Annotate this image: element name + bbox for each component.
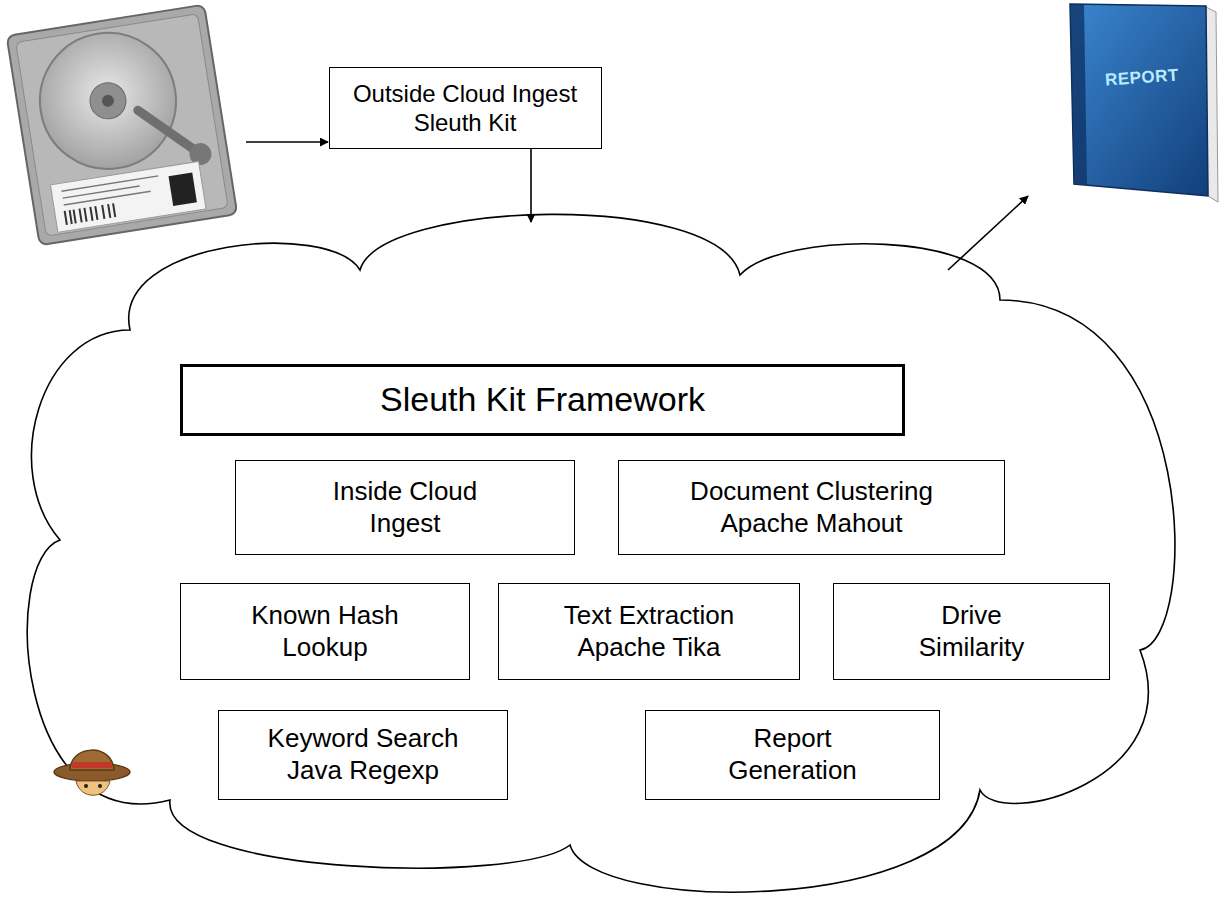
- box-label: Keyword Search Java Regexp: [253, 723, 473, 786]
- process-box: Drive Similarity: [833, 583, 1110, 680]
- process-box: Report Generation: [645, 710, 940, 800]
- ingest-arrow: [246, 141, 328, 143]
- book-spine: [1070, 4, 1087, 185]
- hard-drive-image: [7, 5, 238, 246]
- process-box: Keyword Search Java Regexp: [218, 710, 508, 800]
- box-label: Report Generation: [718, 723, 868, 786]
- report-book: REPORT: [1062, 2, 1222, 207]
- box-label: Known Hash Lookup: [245, 600, 405, 663]
- box-label: Drive Similarity: [897, 600, 1047, 663]
- process-box: Outside Cloud Ingest Sleuth Kit: [329, 67, 602, 149]
- box-label: Text Extraction Apache Tika: [539, 600, 759, 663]
- box-label: Inside Cloud Ingest: [305, 476, 505, 539]
- cloud-entry-arrow: [530, 147, 532, 222]
- process-box: Known Hash Lookup: [180, 583, 470, 680]
- book-shape: [1062, 2, 1222, 207]
- process-box: Document Clustering Apache Mahout: [618, 460, 1005, 555]
- cloud-outline: [27, 214, 1175, 892]
- box-label: Sleuth Kit Framework: [380, 379, 705, 420]
- book-cover: [1070, 4, 1208, 196]
- process-box: Text Extraction Apache Tika: [498, 583, 800, 680]
- framework-box: Sleuth Kit Framework: [180, 364, 905, 436]
- report-arrow: [948, 196, 1028, 270]
- mascot-figure: [54, 750, 130, 795]
- box-label: Document Clustering Apache Mahout: [677, 476, 947, 539]
- process-box: Inside Cloud Ingest: [235, 460, 575, 555]
- box-label: Outside Cloud Ingest Sleuth Kit: [340, 79, 590, 138]
